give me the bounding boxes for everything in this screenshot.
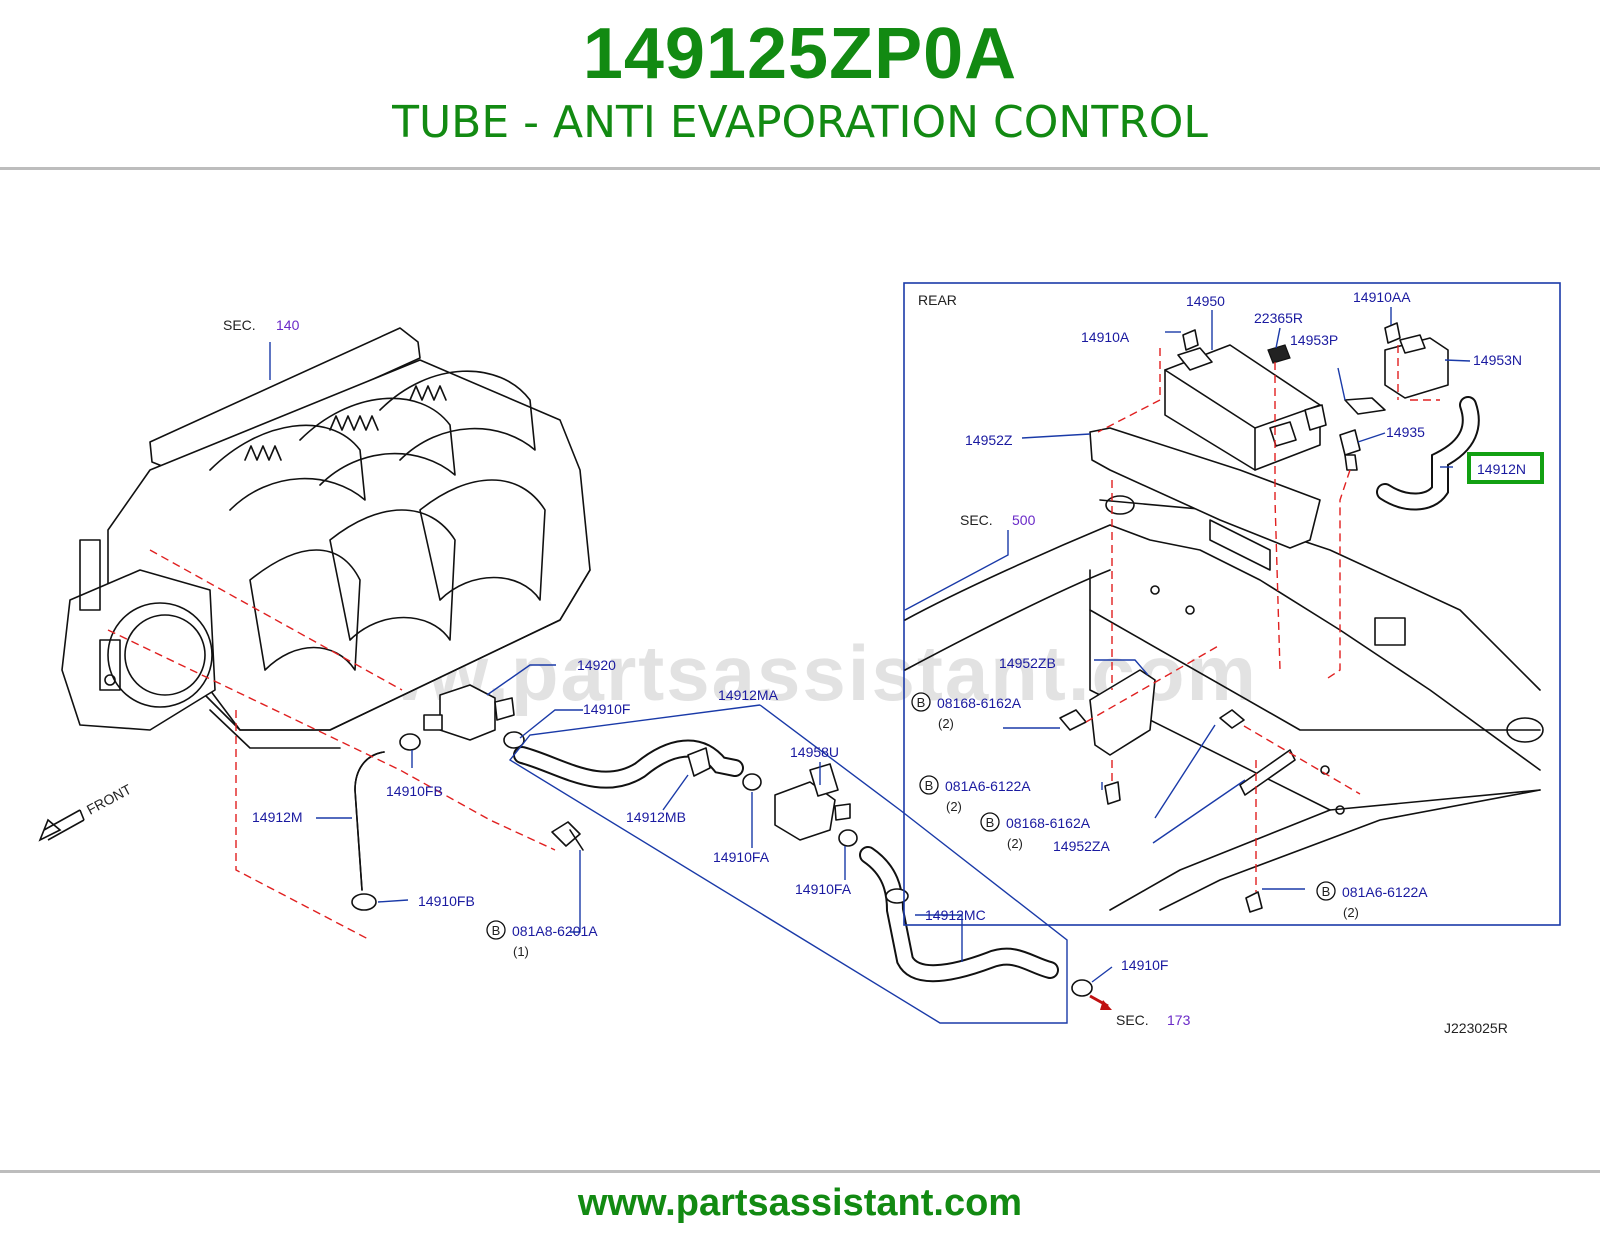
labels: SEC. 140 SEC. 500 SEC. 173 REAR J223025R… xyxy=(38,289,1526,1036)
part-label-22365R[interactable]: 22365R xyxy=(1254,310,1303,326)
part-title: TUBE - ANTI EVAPORATION CONTROL xyxy=(392,97,1208,148)
part-label-14912MA[interactable]: 14912MA xyxy=(718,687,779,703)
bolt-code[interactable]: 081A8-6201A xyxy=(512,923,598,939)
leader-lines xyxy=(269,307,1471,1024)
part-label-14952ZA[interactable]: 14952ZA xyxy=(1053,838,1110,854)
section-prefix-500: SEC. xyxy=(960,512,993,528)
bolt-marker-icon xyxy=(919,775,939,795)
inset-frame xyxy=(903,282,1561,926)
header-divider xyxy=(0,167,1600,170)
part-number: 149125ZP0A xyxy=(582,14,1018,94)
footer-url[interactable]: www.partsassistant.com xyxy=(577,1182,1023,1224)
section-prefix-173: SEC. xyxy=(1116,1012,1149,1028)
footer-divider xyxy=(0,1170,1600,1173)
part-label-14912MC[interactable]: 14912MC xyxy=(925,907,986,923)
part-label-14912N[interactable]: 14912N xyxy=(1477,461,1526,477)
bolt-qty: (1) xyxy=(513,944,529,959)
page-header: 149125ZP0A TUBE - ANTI EVAPORATION CONTR… xyxy=(0,0,1600,170)
purge-hoses-illustration xyxy=(351,684,1112,1010)
svg-text:B: B xyxy=(1322,884,1331,899)
highlight-box xyxy=(1467,452,1544,484)
bolt-callout-4[interactable]: B 081A6-6122A (2) xyxy=(1316,881,1428,920)
bolt-callout-3[interactable]: B 08168-6162A (2) xyxy=(980,812,1091,851)
bolt-code[interactable]: 08168-6162A xyxy=(937,695,1022,711)
part-label-14953N[interactable]: 14953N xyxy=(1473,352,1522,368)
part-label-14910FB-bottom[interactable]: 14910FB xyxy=(418,893,475,909)
part-label-14958U[interactable]: 14958U xyxy=(790,744,839,760)
bolt-marker-icon xyxy=(1316,881,1336,901)
part-label-14910FB-top[interactable]: 14910FB xyxy=(386,783,443,799)
bolt-marker-icon xyxy=(486,920,506,940)
phantom-lines xyxy=(107,345,1440,941)
bolt-code[interactable]: 081A6-6122A xyxy=(1342,884,1428,900)
part-label-14910A[interactable]: 14910A xyxy=(1081,329,1130,345)
bolt-callout-5[interactable]: B 081A8-6201A (1) xyxy=(486,920,598,959)
part-label-14950[interactable]: 14950 xyxy=(1186,293,1225,309)
part-label-14912M[interactable]: 14912M xyxy=(252,809,303,825)
front-label: FRONT xyxy=(84,781,134,818)
parts-diagram: www.partsassistant.com xyxy=(38,282,1561,1036)
part-label-14953P[interactable]: 14953P xyxy=(1290,332,1338,348)
bolt-qty: (2) xyxy=(1343,905,1359,920)
svg-text:B: B xyxy=(925,778,934,793)
section-prefix-140: SEC. xyxy=(223,317,256,333)
bolt-qty: (2) xyxy=(1007,836,1023,851)
canister-inset xyxy=(903,282,1561,926)
svg-text:B: B xyxy=(917,695,926,710)
part-label-14920[interactable]: 14920 xyxy=(577,657,616,673)
intake-manifold-illustration xyxy=(61,327,591,749)
part-label-14910FA-left[interactable]: 14910FA xyxy=(713,849,770,865)
bolt-marker-icon xyxy=(980,812,1000,832)
section-number-140[interactable]: 140 xyxy=(276,317,300,333)
bolt-qty: (2) xyxy=(946,799,962,814)
bolt-callout-2[interactable]: B 081A6-6122A (2) xyxy=(919,775,1031,814)
bolt-code[interactable]: 08168-6162A xyxy=(1006,815,1091,831)
part-label-14952Z[interactable]: 14952Z xyxy=(965,432,1013,448)
svg-text:B: B xyxy=(986,815,995,830)
front-indicator: FRONT xyxy=(38,781,134,842)
diagram-code: J223025R xyxy=(1444,1020,1508,1036)
part-label-14910FA-right[interactable]: 14910FA xyxy=(795,881,852,897)
part-label-14910F-top[interactable]: 14910F xyxy=(583,701,630,717)
svg-text:B: B xyxy=(492,923,501,938)
part-label-14935[interactable]: 14935 xyxy=(1386,424,1425,440)
part-label-14910F-bottom[interactable]: 14910F xyxy=(1121,957,1168,973)
section-number-173[interactable]: 173 xyxy=(1167,1012,1191,1028)
inset-label-rear: REAR xyxy=(918,292,957,308)
bolt-callout-1[interactable]: B 08168-6162A (2) xyxy=(911,692,1022,731)
bolt-code[interactable]: 081A6-6122A xyxy=(945,778,1031,794)
bolt-qty: (2) xyxy=(938,716,954,731)
section-number-500[interactable]: 500 xyxy=(1012,512,1036,528)
bolt-marker-icon xyxy=(911,692,931,712)
part-label-14910AA[interactable]: 14910AA xyxy=(1353,289,1411,305)
part-label-14952ZB[interactable]: 14952ZB xyxy=(999,655,1056,671)
part-label-14912MB[interactable]: 14912MB xyxy=(626,809,686,825)
